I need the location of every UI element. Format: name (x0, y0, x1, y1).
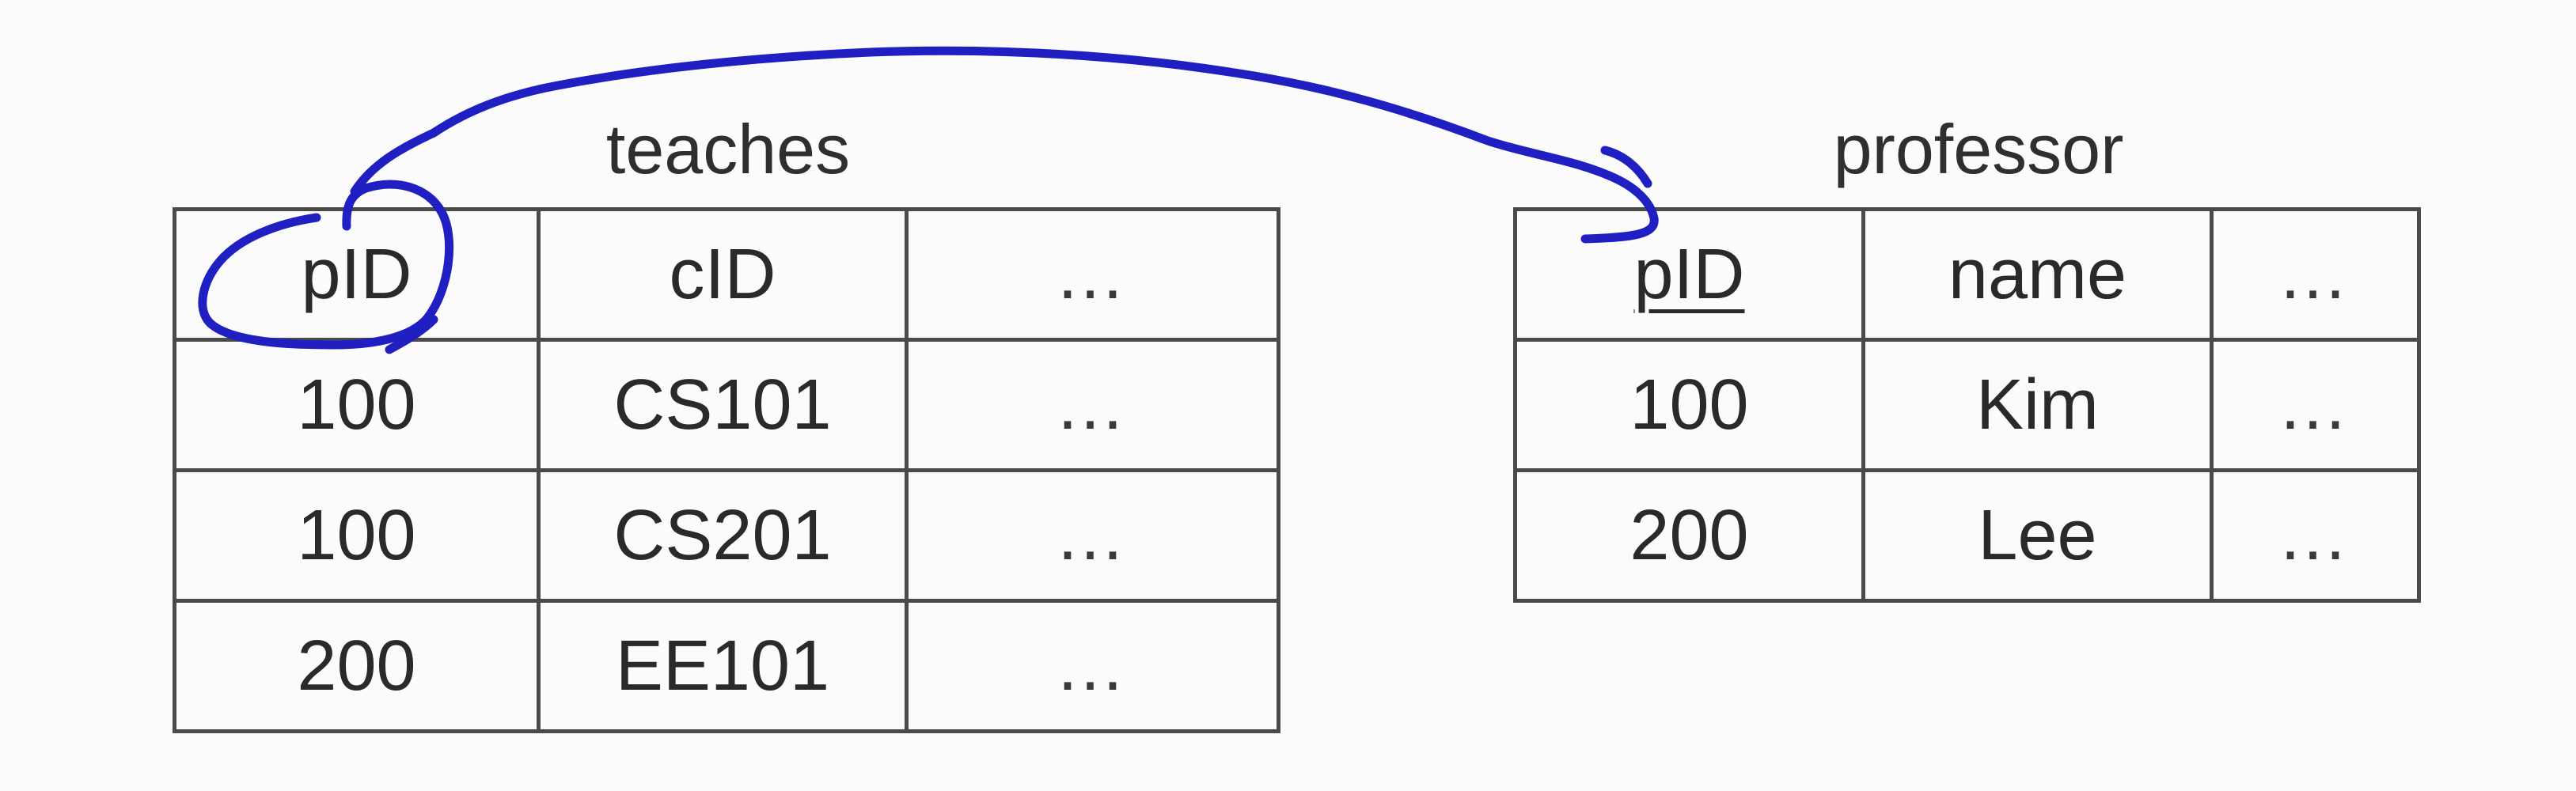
table-row: 200 EE101 … (173, 599, 1280, 733)
teaches-cell-pid: 100 (173, 338, 541, 472)
teaches-table: pID cID … 100 CS101 … 100 CS201 … 200 EE… (173, 207, 1280, 733)
professor-cell-name: Kim (1861, 338, 2214, 472)
teaches-header-row: pID cID … (173, 207, 1280, 342)
table-row: 200 Lee … (1513, 468, 2421, 603)
teaches-cell-more: … (905, 599, 1280, 733)
teaches-cell-cid: CS101 (537, 338, 909, 472)
teaches-cell-pid: 100 (173, 468, 541, 603)
teaches-cell-pid: 200 (173, 599, 541, 733)
professor-cell-more: … (2210, 468, 2421, 603)
table-row: 100 CS101 … (173, 338, 1280, 472)
primary-key-label: pID (1633, 234, 1745, 314)
professor-header-row: pID name … (1513, 207, 2421, 342)
teaches-cell-more: … (905, 338, 1280, 472)
teaches-header-cid: cID (537, 207, 909, 342)
professor-cell-more: … (2210, 338, 2421, 472)
teaches-table-title: teaches (605, 110, 851, 188)
professor-header-pid: pID (1513, 207, 1865, 342)
professor-table: pID name … 100 Kim … 200 Lee … (1513, 207, 2421, 603)
teaches-header-more: … (905, 207, 1280, 342)
professor-cell-pid: 100 (1513, 338, 1865, 472)
reference-arrowhead (1600, 146, 1652, 188)
professor-header-more: … (2210, 207, 2421, 342)
professor-cell-pid: 200 (1513, 468, 1865, 603)
table-row: 100 Kim … (1513, 338, 2421, 472)
table-row: 100 CS201 … (173, 468, 1280, 603)
teaches-header-pid: pID (173, 207, 541, 342)
professor-cell-name: Lee (1861, 468, 2214, 603)
professor-table-title: professor (1833, 110, 2124, 188)
teaches-cell-cid: EE101 (537, 599, 909, 733)
teaches-cell-more: … (905, 468, 1280, 603)
teaches-cell-cid: CS201 (537, 468, 909, 603)
professor-header-name: name (1861, 207, 2214, 342)
